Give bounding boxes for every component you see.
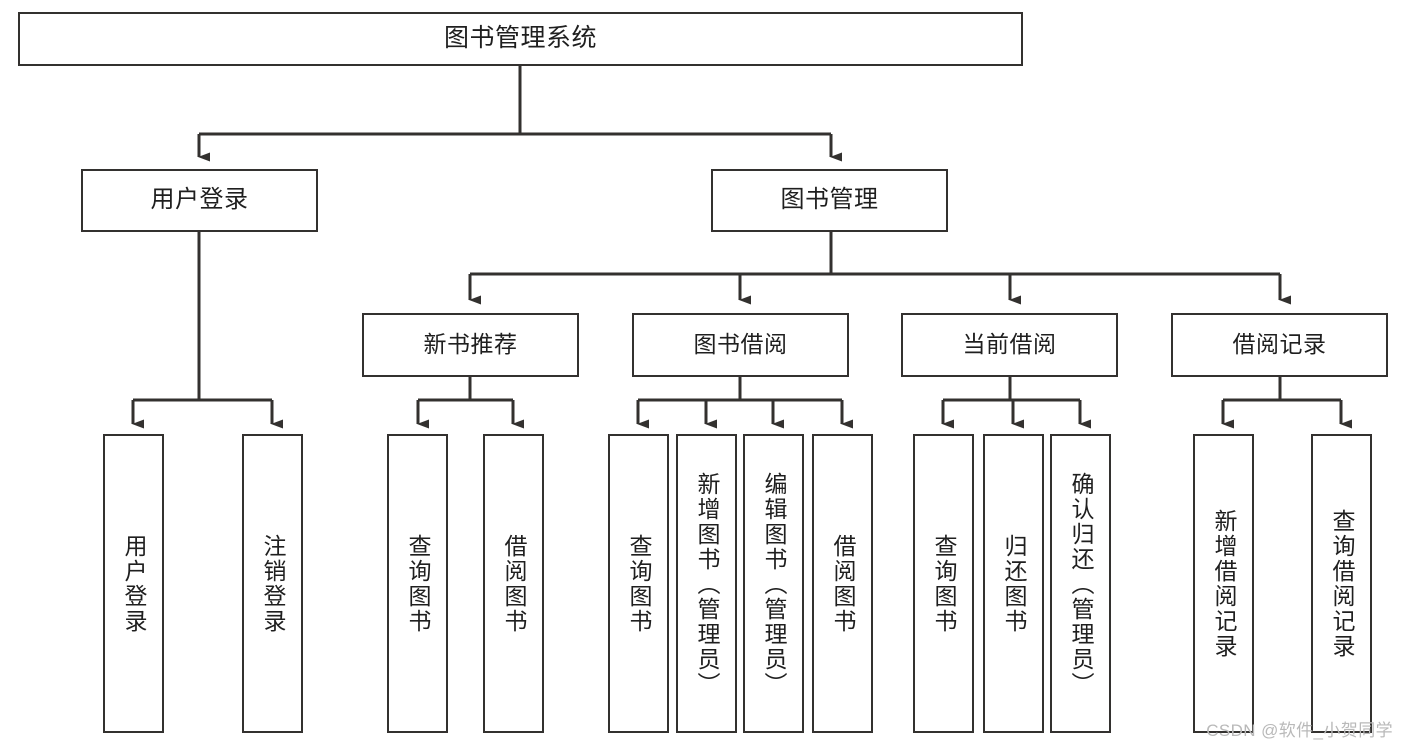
node-leaf-borrow-book[interactable]: 借阅图书 [812, 434, 873, 733]
node-label: 新增图书（管理员） [693, 472, 720, 697]
node-new-book-recommend[interactable]: 新书推荐 [362, 313, 579, 377]
node-label: 归还图书 [1000, 533, 1027, 634]
node-label: 借阅图书 [829, 533, 856, 634]
node-label: 图书借阅 [693, 331, 788, 358]
node-label: 新增借阅记录 [1210, 508, 1237, 659]
node-leaf-borrow-book-recommend[interactable]: 借阅图书 [483, 434, 544, 733]
node-label: 注销登录 [259, 533, 286, 634]
node-leaf-logout-login[interactable]: 注销登录 [242, 434, 303, 733]
node-leaf-query-book-recommend[interactable]: 查询图书 [387, 434, 448, 733]
node-label: 图书管理 [780, 186, 879, 214]
node-leaf-add-book-admin[interactable]: 新增图书（管理员） [676, 434, 737, 733]
node-leaf-confirm-return-admin[interactable]: 确认归还（管理员） [1050, 434, 1111, 733]
node-current-borrow[interactable]: 当前借阅 [901, 313, 1118, 377]
node-label: 用户登录 [150, 186, 249, 214]
node-label: 查询图书 [930, 533, 957, 634]
node-leaf-query-book-borrow[interactable]: 查询图书 [608, 434, 669, 733]
node-leaf-query-borrow-record[interactable]: 查询借阅记录 [1311, 434, 1372, 733]
node-user-login[interactable]: 用户登录 [81, 169, 318, 232]
node-label: 用户登录 [120, 533, 147, 634]
node-label: 借阅图书 [500, 533, 527, 634]
node-book-management[interactable]: 图书管理 [711, 169, 948, 232]
node-leaf-query-book-current[interactable]: 查询图书 [913, 434, 974, 733]
node-label: 借阅记录 [1232, 331, 1327, 358]
node-label: 查询借阅记录 [1328, 508, 1355, 659]
node-label: 确认归还（管理员） [1067, 472, 1094, 697]
node-label: 图书管理系统 [443, 24, 597, 53]
node-label: 新书推荐 [423, 331, 518, 358]
node-label: 查询图书 [625, 533, 652, 634]
node-label: 查询图书 [404, 533, 431, 634]
node-leaf-add-borrow-record[interactable]: 新增借阅记录 [1193, 434, 1254, 733]
node-book-management-system[interactable]: 图书管理系统 [18, 12, 1023, 66]
node-leaf-user-login[interactable]: 用户登录 [103, 434, 164, 733]
node-label: 当前借阅 [962, 331, 1057, 358]
node-borrow-record[interactable]: 借阅记录 [1171, 313, 1388, 377]
node-leaf-edit-book-admin[interactable]: 编辑图书（管理员） [743, 434, 804, 733]
node-book-borrow[interactable]: 图书借阅 [632, 313, 849, 377]
node-label: 编辑图书（管理员） [760, 472, 787, 697]
node-leaf-return-book[interactable]: 归还图书 [983, 434, 1044, 733]
